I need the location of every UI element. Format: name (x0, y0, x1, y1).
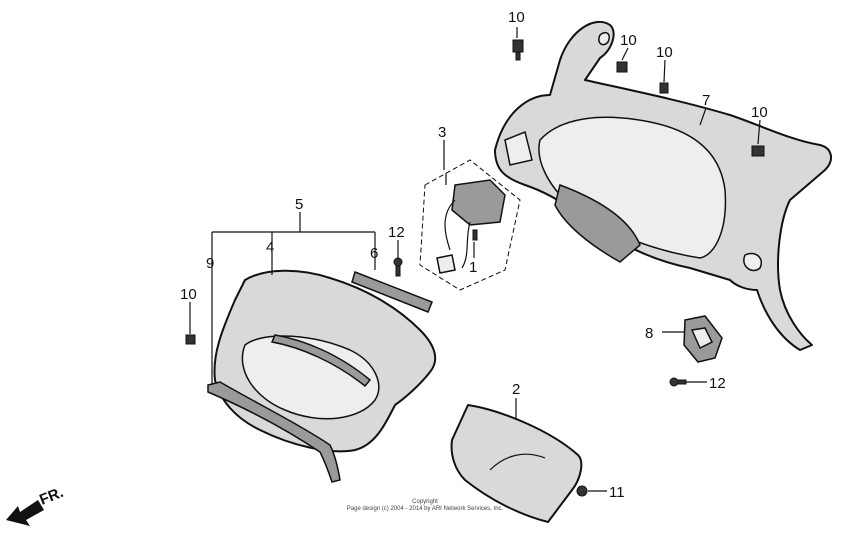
callout-1: 1 (469, 259, 477, 276)
callout-4: 4 (266, 239, 274, 256)
part-7-upper-cover (494, 20, 832, 351)
callout-7: 7 (702, 92, 710, 109)
callout-6: 6 (370, 245, 378, 262)
copyright-notice: Copyright Page design (c) 2004 - 2014 by… (300, 499, 550, 513)
front-direction-arrow-icon (6, 500, 44, 526)
part-4-lower-cover (213, 269, 437, 453)
bolt-10-b (616, 61, 628, 73)
leader-lines (189, 27, 761, 492)
screw-12-a (393, 257, 403, 277)
callout-3: 3 (438, 124, 446, 141)
screw-12-b (669, 377, 687, 387)
part-8-bracket (683, 315, 723, 363)
callout-12-b: 12 (709, 375, 726, 392)
bolt-10-e (185, 334, 196, 345)
clip-11 (576, 485, 588, 497)
callout-8: 8 (645, 325, 653, 342)
callout-10-b: 10 (620, 32, 637, 49)
callout-5: 5 (295, 196, 303, 213)
callout-2: 2 (512, 381, 520, 398)
bolt-10-a (512, 39, 524, 61)
callout-10-a: 10 (508, 9, 525, 26)
front-direction-label: FR. (37, 484, 66, 509)
bolt-10-d (751, 145, 765, 157)
part-9-trim (207, 381, 341, 483)
pin-1 (472, 229, 478, 241)
callout-10-c: 10 (656, 44, 673, 61)
part-2-lower-panel (450, 404, 583, 523)
part-3-switch-assembly (419, 159, 521, 291)
callout-12-a: 12 (388, 224, 405, 241)
callout-9: 9 (206, 255, 214, 272)
callout-11: 11 (609, 484, 625, 501)
copyright-line-2: Page design (c) 2004 - 2014 by ARI Netwo… (346, 506, 504, 512)
copyright-line-1: Copyright (412, 499, 438, 505)
part-6-strip (351, 271, 433, 313)
callout-10-d: 10 (751, 104, 768, 121)
callout-10-e: 10 (180, 286, 197, 303)
bolt-10-c (659, 82, 669, 94)
